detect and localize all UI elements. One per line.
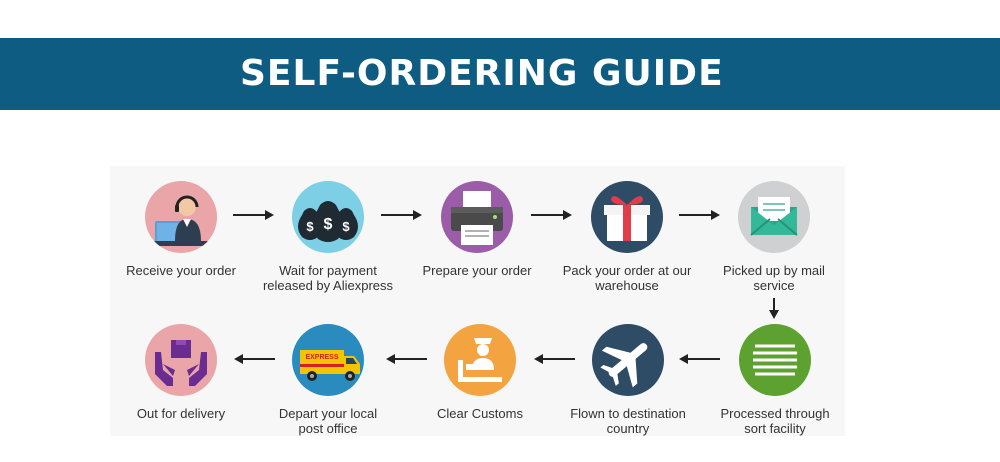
sort-lines-icon: [753, 344, 797, 376]
arrow-left-icon: [234, 354, 275, 364]
hands-package-icon: [155, 340, 207, 386]
svg-text:$: $: [306, 219, 314, 234]
arrow-down-icon: [769, 298, 779, 319]
step-label: Out for delivery: [136, 406, 226, 421]
step-icon-circle: [591, 181, 663, 253]
customer-service-agent-icon: [151, 195, 211, 246]
airplane-icon: [600, 343, 648, 388]
step-icon-circle: [592, 324, 664, 396]
arrow-right-icon: [679, 210, 720, 220]
arrow-right-icon: [381, 210, 422, 220]
money-bags-icon: $ $ $: [298, 201, 358, 242]
delivery-truck-icon: EXPRESS: [300, 350, 360, 381]
step-icon-circle: [145, 181, 217, 253]
svg-text:$: $: [324, 216, 333, 233]
arrow-left-icon: [534, 354, 575, 364]
step-icon-circle: [738, 181, 810, 253]
header-banner: SELF-ORDERING GUIDE: [0, 38, 1000, 110]
gift-box-icon: [604, 196, 650, 241]
step-icon-circle: [739, 324, 811, 396]
arrow-right-icon: [531, 210, 572, 220]
envelope-icon: [750, 197, 798, 236]
customs-officer-icon: [458, 338, 502, 382]
step-icon-circle: [441, 181, 513, 253]
step-clear-customs: Clear Customs: [405, 324, 555, 421]
step-prepare-order: Prepare your order: [402, 181, 552, 278]
arrow-right-icon: [233, 210, 274, 220]
arrow-left-icon: [679, 354, 720, 364]
step-icon-circle: EXPRESS: [292, 324, 364, 396]
step-icon-circle: $ $ $: [292, 181, 364, 253]
printer-icon: [451, 191, 503, 245]
arrow-left-icon: [386, 354, 427, 364]
step-icon-circle: [444, 324, 516, 396]
truck-brand-text: EXPRESS: [305, 354, 338, 361]
step-out-for-delivery: Out for delivery: [106, 324, 256, 421]
step-receive-order: Receive your order: [106, 181, 256, 278]
step-label: Clear Customs: [437, 406, 523, 421]
step-label: Receive your order: [126, 263, 236, 278]
page-title: SELF-ORDERING GUIDE: [240, 53, 724, 94]
step-icon-circle: [145, 324, 217, 396]
svg-text:$: $: [342, 219, 350, 234]
step-label: Prepare your order: [422, 263, 532, 278]
